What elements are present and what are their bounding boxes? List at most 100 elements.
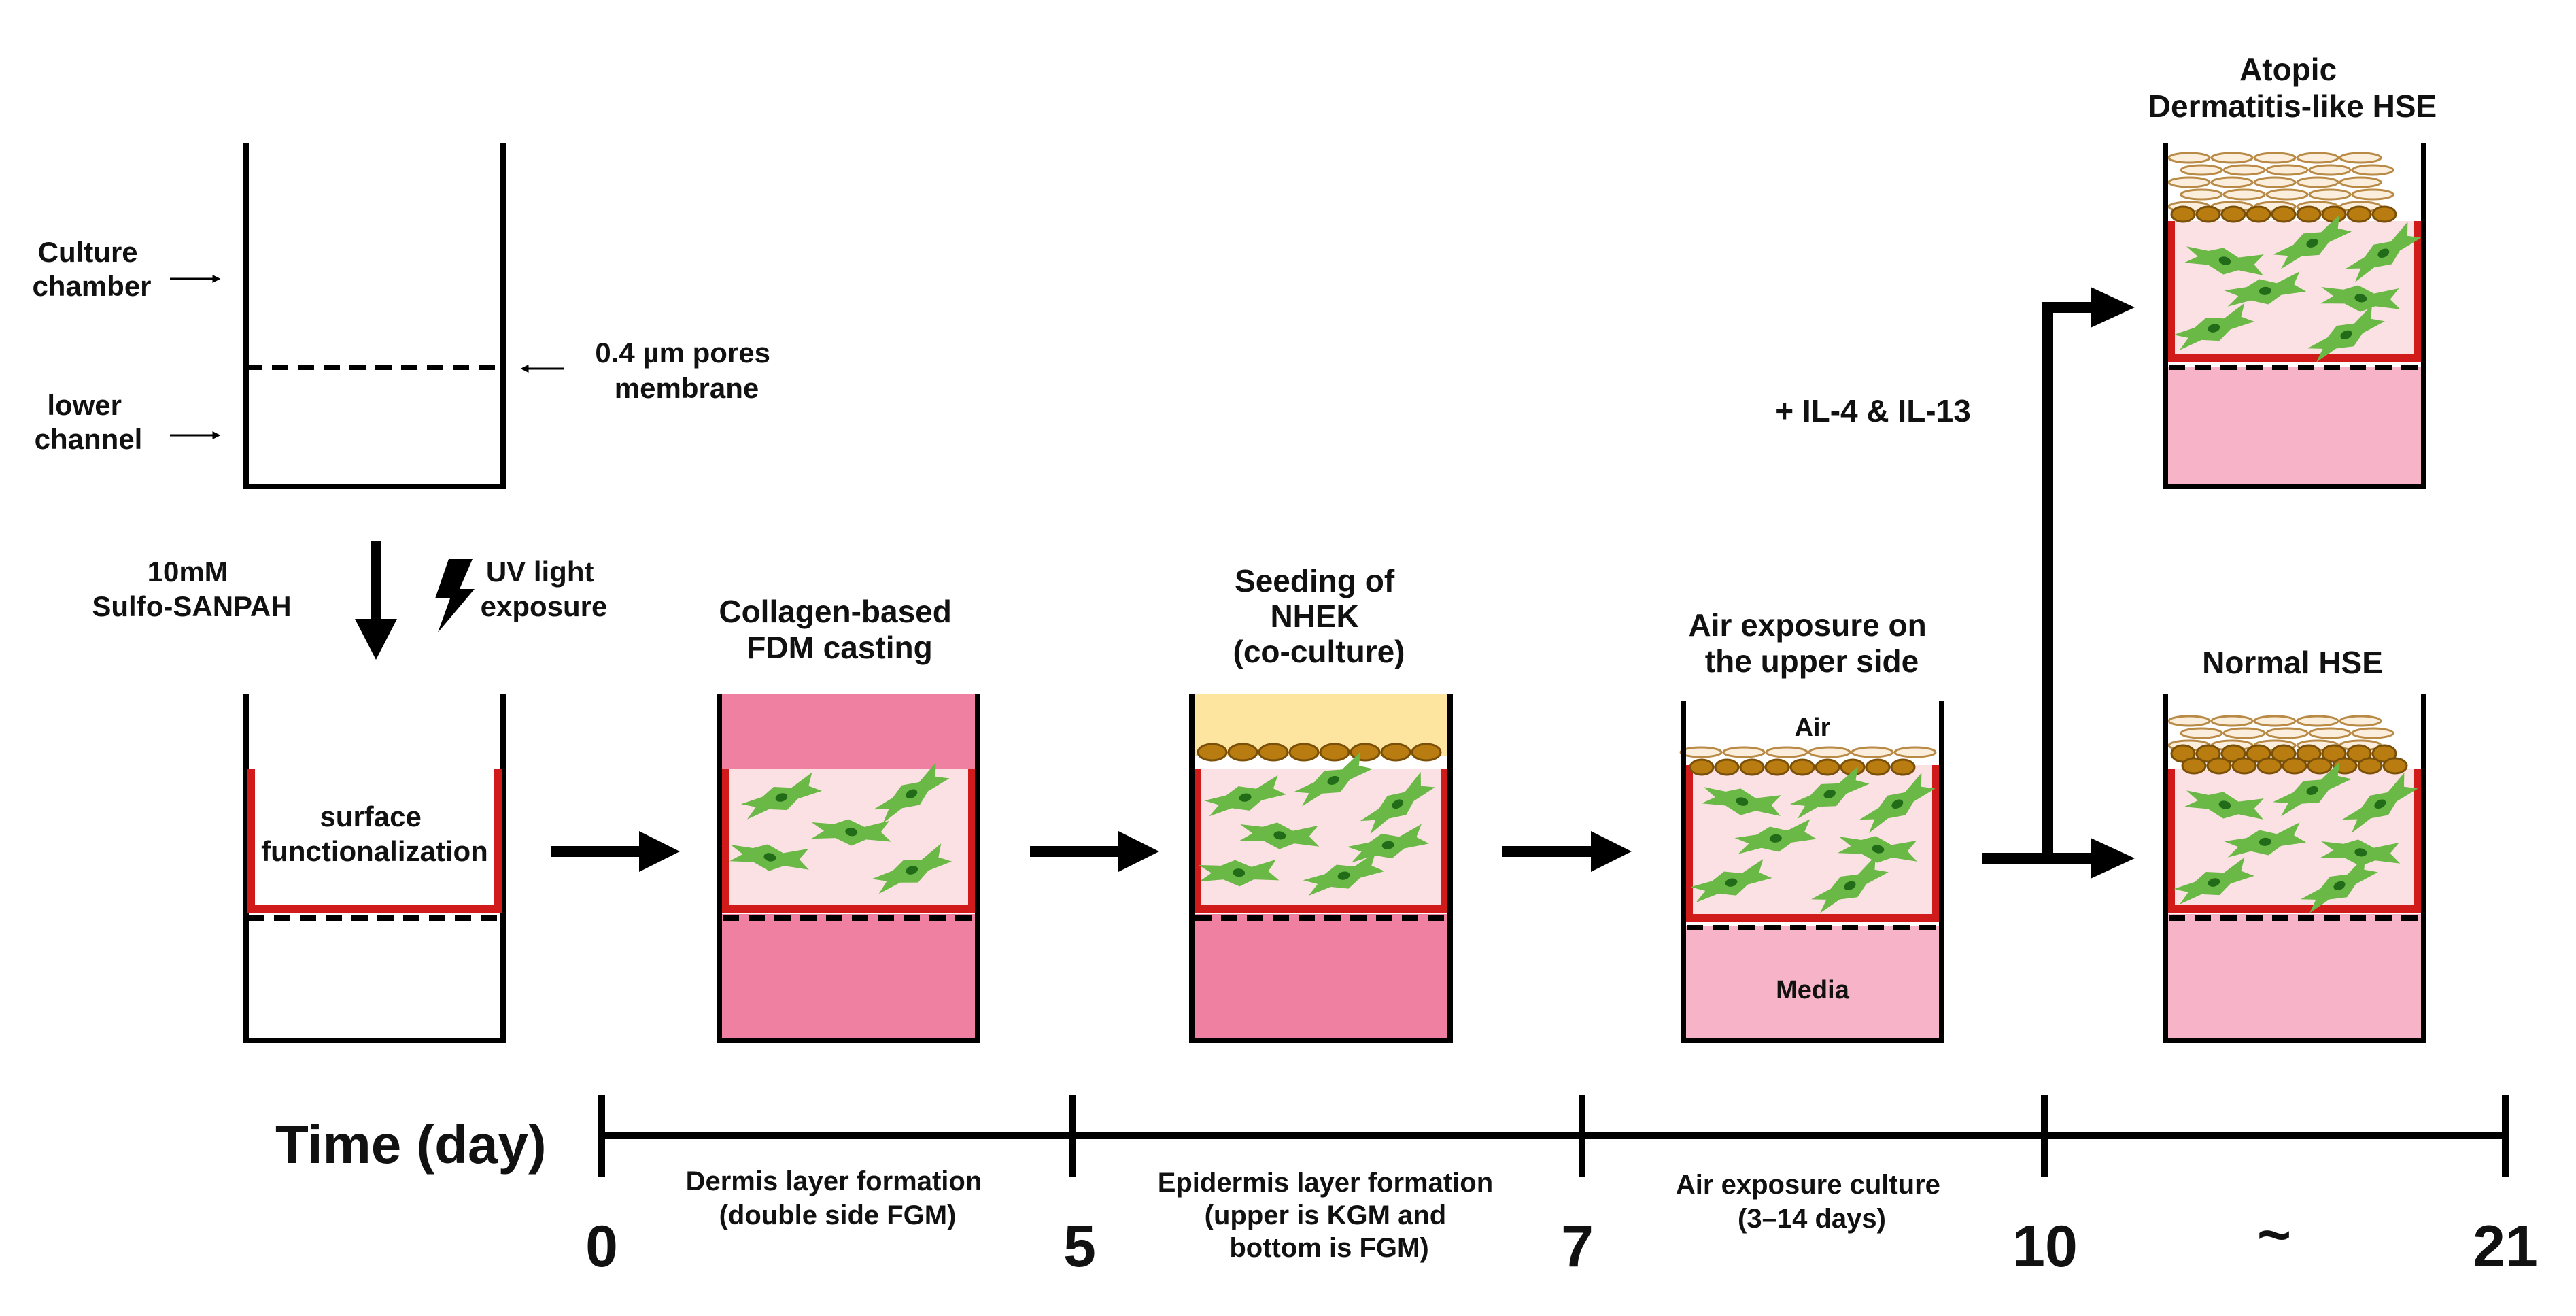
keratinocyte-cell-icon xyxy=(2265,188,2309,201)
cornified-layer xyxy=(2167,152,2394,213)
keratinocyte-cell-icon xyxy=(2382,757,2408,775)
stage-3-title: Air exposure on the upper side xyxy=(1689,607,1936,679)
period-label-dermis: Dermis layer formation (double side FGM) xyxy=(686,1166,990,1230)
fibroblast-cell-icon xyxy=(2173,857,2254,905)
fibroblast-cell-icon xyxy=(2224,822,2307,858)
lower-medium xyxy=(2167,914,2422,1041)
keratinocyte-cell-icon xyxy=(1890,758,1916,776)
keratinocyte-cell-icon xyxy=(2220,205,2246,223)
fibroblast-cell-icon xyxy=(2301,856,2378,913)
treatment-label: + IL-4 & IL-13 xyxy=(1775,393,1971,428)
keratinocyte-cell-icon xyxy=(2210,176,2254,188)
keratinocyte-cell-icon xyxy=(2282,757,2307,775)
keratinocyte-cell-icon xyxy=(1380,743,1411,762)
lower-medium xyxy=(721,914,976,1041)
keratinocyte-cell-icon xyxy=(2253,176,2297,188)
fibroblast-cell-icon xyxy=(1360,771,1435,834)
fibroblast-cell-icon xyxy=(1837,836,1917,863)
fibroblast-cell-icon xyxy=(1294,752,1373,807)
air-exposure-well xyxy=(1679,701,1944,1043)
fibroblast-cell-icon xyxy=(1734,819,1817,854)
keratinocyte-cell-icon xyxy=(2167,176,2211,188)
arrow-down-icon xyxy=(355,541,397,660)
fibroblast-cell-icon xyxy=(1347,824,1429,863)
fibroblast-cell-icon xyxy=(2184,790,2264,820)
fibroblast-cell-icon xyxy=(1303,852,1385,896)
keratinocyte-cell-icon xyxy=(1288,743,1320,762)
keratinocyte-cell-icon xyxy=(1197,743,1228,762)
lower-medium xyxy=(1193,914,1449,1041)
fibroblast-cell-icon xyxy=(2224,271,2307,307)
reagent-label: 10mM Sulfo-SANPAH xyxy=(92,556,291,622)
keratinocyte-cell-icon xyxy=(2296,176,2339,188)
fibroblast-cell-icon xyxy=(2273,214,2352,269)
tick-label: 21 xyxy=(2473,1214,2538,1279)
arrow-right-icon xyxy=(1502,831,1632,872)
keratinocyte-cell-icon xyxy=(2307,757,2333,775)
keratinocyte-group xyxy=(2170,744,2408,775)
keratinocyte-cell-icon xyxy=(2351,188,2394,201)
period-label-epidermis: Epidermis layer formation (upper is KGM … xyxy=(1158,1168,1501,1263)
keratinocyte-cell-icon xyxy=(2167,152,2211,164)
keratinocyte-cell-icon xyxy=(2180,188,2223,201)
keratinocyte-cell-icon xyxy=(1722,746,1766,758)
fibroblast-cell-icon xyxy=(2307,305,2385,362)
fibroblast-group xyxy=(2173,214,2422,362)
keratinocyte-cell-icon xyxy=(2308,727,2352,739)
fibroblast-cell-icon xyxy=(1198,859,1280,887)
keratinocyte-cell-icon xyxy=(1865,758,1891,776)
fibroblast-cell-icon xyxy=(2273,762,2352,817)
arrow-right-icon xyxy=(551,831,680,872)
fibroblast-cell-icon xyxy=(2346,222,2422,282)
fibroblast-cell-icon xyxy=(2342,773,2418,833)
keratinocyte-cell-icon xyxy=(2222,188,2266,201)
lower-medium xyxy=(2167,367,2422,486)
fibroblast-cell-icon xyxy=(740,772,822,820)
keratinocyte-cell-icon xyxy=(2195,205,2221,223)
lightning-bolt-icon xyxy=(435,559,475,632)
keratinocyte-cell-icon xyxy=(2371,205,2397,223)
keratinocyte-cell-icon xyxy=(2296,152,2339,164)
keratinocyte-cell-icon xyxy=(2271,205,2297,223)
tick-label: 5 xyxy=(1063,1214,1096,1279)
keratinocyte-cell-icon xyxy=(2346,205,2372,223)
keratinocyte-cell-icon xyxy=(2210,152,2254,164)
stage-2-title: Seeding of NHEK (co-culture) xyxy=(1233,563,1405,669)
keratinocyte-cell-icon xyxy=(1765,746,1808,758)
upper-medium xyxy=(721,694,976,769)
keratinocyte-cell-icon xyxy=(2206,757,2232,775)
keratinocyte-cell-icon xyxy=(1227,743,1258,762)
keratinocyte-cell-icon xyxy=(1893,746,1937,758)
keratinocyte-cell-icon xyxy=(1689,758,1715,776)
keratinocyte-cell-icon xyxy=(2265,727,2309,739)
keratinocyte-cell-icon xyxy=(2167,715,2211,727)
tick-label: 0 xyxy=(585,1214,618,1279)
timeline-axis-title: Time (day) xyxy=(275,1114,547,1175)
keratinocyte-cell-icon xyxy=(1258,743,1289,762)
fibroblast-group xyxy=(1198,752,1435,896)
keratinocyte-cell-icon xyxy=(2339,152,2382,164)
keratinocyte-cell-icon xyxy=(2181,757,2207,775)
functionalized-transwell xyxy=(243,694,506,1043)
fibroblast-cell-icon xyxy=(2184,246,2264,275)
branch-arrows xyxy=(1982,287,2135,879)
fibroblast-cell-icon xyxy=(811,819,891,846)
fibroblast-cell-icon xyxy=(729,844,809,871)
keratinocyte-cell-icon xyxy=(2321,205,2347,223)
fibroblast-group xyxy=(1690,766,1936,913)
stage-5-title: Atopic Dermatitis-like HSE xyxy=(2148,52,2437,124)
keratinocyte-cell-icon xyxy=(2351,164,2394,176)
media-label: Media xyxy=(1776,976,1850,1005)
keratinocyte-cell-icon xyxy=(1815,758,1840,776)
membrane-label: 0.4 µm pores membrane xyxy=(595,337,778,404)
uv-light-label: UV light exposure xyxy=(481,556,608,622)
keratinocyte-cell-icon xyxy=(1319,743,1350,762)
fibroblast-cell-icon xyxy=(1239,822,1320,849)
lower-medium xyxy=(1685,926,1940,1041)
air-label: Air xyxy=(1795,713,1831,742)
timeline-axis xyxy=(598,1095,2509,1177)
fibroblast-cell-icon xyxy=(1690,859,1772,903)
fibroblast-cell-icon xyxy=(874,762,950,823)
keratinocyte-cell-icon xyxy=(1739,758,1765,776)
